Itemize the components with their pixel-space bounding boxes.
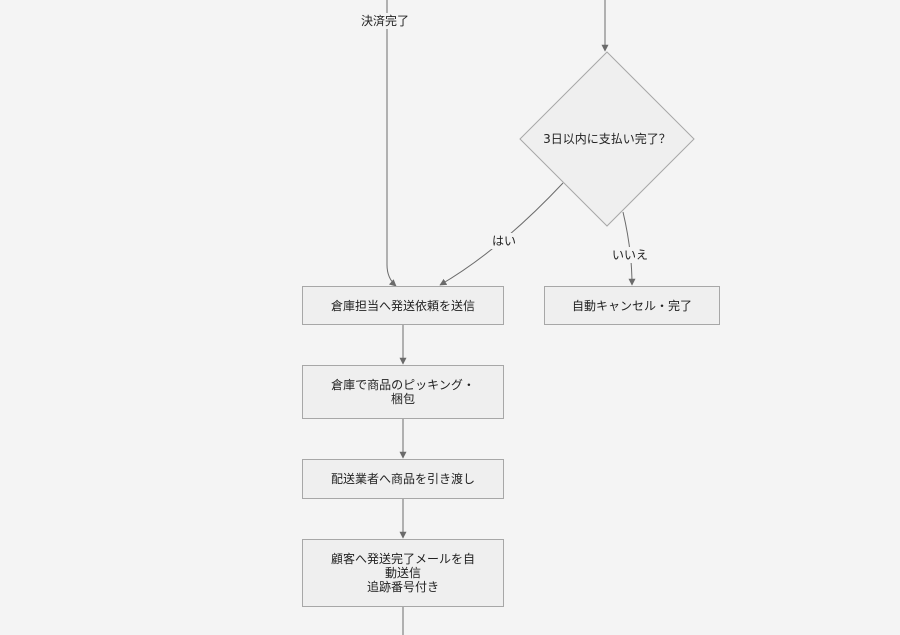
node-handover: 配送業者へ商品を引き渡し: [302, 459, 504, 499]
node-notify: 顧客へ発送完了メールを自 動送信 追跡番号付き: [302, 539, 504, 607]
edge-label-paid: 決済完了: [359, 13, 412, 29]
node-auto-cancel: 自動キャンセル・完了: [544, 286, 720, 325]
node-warehouse-request: 倉庫担当へ発送依頼を送信: [302, 286, 504, 325]
edge-label-no: いいえ: [610, 247, 651, 263]
decision-label: 3日以内に支払い完了？: [543, 132, 671, 146]
edge-paid: [386, 0, 397, 287]
edge-label-yes: はい: [490, 233, 519, 249]
decision-diamond: [519, 51, 695, 227]
node-picking: 倉庫で商品のピッキング・ 梱包: [302, 365, 504, 419]
